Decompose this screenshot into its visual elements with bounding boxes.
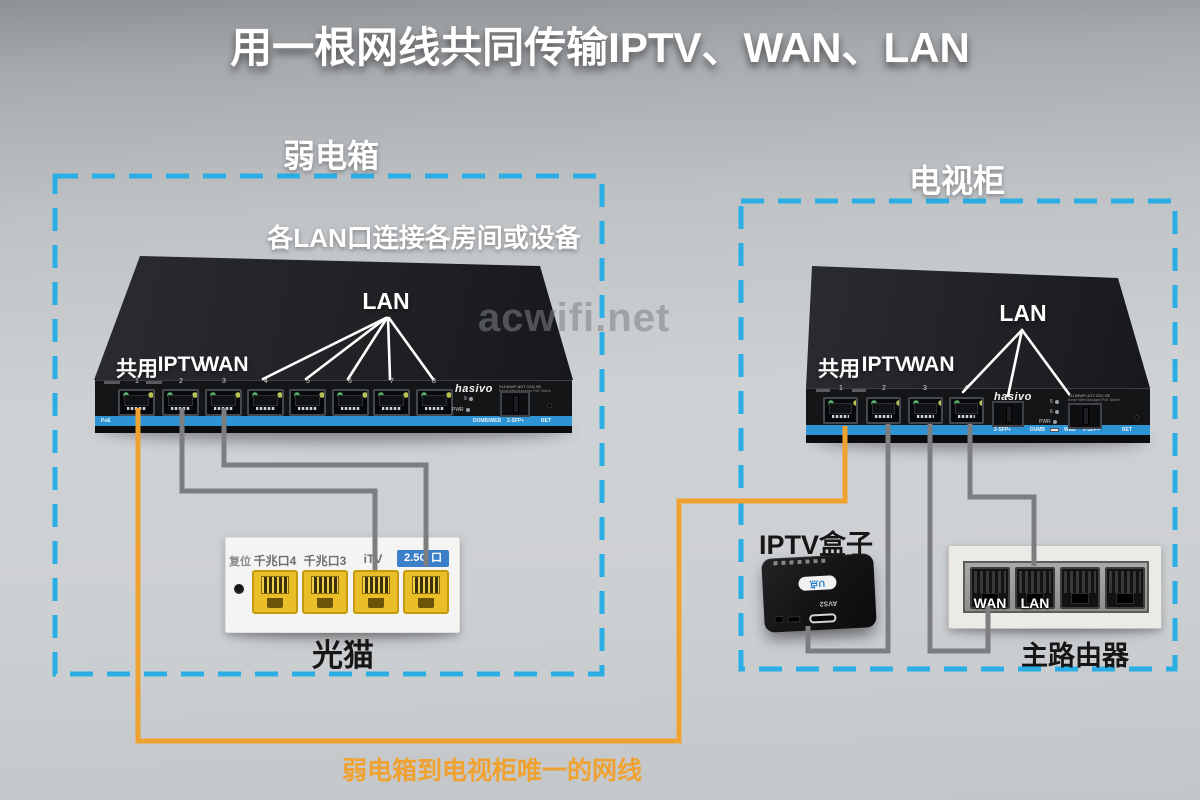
stripe-ret: RET	[541, 418, 551, 424]
router-port-lan2	[1060, 567, 1100, 609]
switch8-led-pwr: PWR	[452, 407, 470, 413]
modem-port-ge3	[302, 570, 348, 614]
switch4-led-5: 5	[1050, 399, 1059, 405]
tiny-print	[146, 381, 162, 384]
modem-port-label-3: iTV	[363, 552, 383, 566]
switch4-model: S1100WP-4GT-2SX-SE Smart Web Managed PoE…	[1068, 393, 1120, 403]
switch8-front-panel: hasivo S1100WP-8GT-1SX-SE Smart Web Mana…	[95, 380, 572, 433]
tv-cabinet-label: 电视柜	[908, 163, 1005, 199]
router-wan-label: WAN	[973, 595, 1007, 611]
switch8-num-4: 4	[264, 378, 268, 385]
stripe-sfp1: 2-SFP+	[994, 427, 1012, 433]
router-lan-label: LAN	[1020, 595, 1050, 611]
modem-port-itv	[353, 570, 399, 614]
switch8-port-6	[332, 389, 369, 416]
modem-port-label-2: 千兆口3	[303, 554, 347, 568]
switch8-port-1	[118, 389, 155, 416]
switch4-bottom-lip	[806, 435, 1150, 443]
mode-toggle	[1050, 428, 1059, 432]
iptv-set-top-box: U点 AVS2	[761, 553, 877, 633]
switch8-num-5: 5	[306, 378, 310, 385]
switch8-bottom-lip	[95, 426, 572, 433]
main-router: WAN LAN	[948, 545, 1162, 629]
stripe-mode: DUMB/WEB	[473, 418, 502, 424]
led-dot	[1054, 399, 1059, 404]
switch8-sfp-cage	[500, 391, 530, 417]
switch8-label-wan: WAN	[199, 353, 249, 376]
switch8-num-7: 7	[390, 378, 394, 385]
switch8-num-2: 2	[179, 378, 183, 385]
switch4-led-pwr: PWR	[1039, 419, 1057, 425]
switch8-num-3: 3	[222, 378, 226, 385]
switch4-port-2	[866, 397, 901, 424]
switch4-port-3	[908, 397, 943, 424]
av-slot	[787, 616, 801, 623]
switch8-blue-stripe: PoE DUMB/WEB 2-SFP+ RET	[95, 416, 572, 426]
modem-label: 光猫	[312, 638, 374, 673]
page-title: 用一根网线共同传输IPTV、WAN、LAN	[230, 24, 970, 71]
switch4-num-2: 2	[882, 385, 886, 392]
switch4-led-6: 6	[1050, 409, 1059, 415]
modem-reset-label: 复位	[229, 556, 251, 568]
watermark: acwifi.net	[478, 296, 671, 340]
modem-port-25g	[403, 570, 449, 614]
modem-reset-button	[234, 584, 244, 594]
router-port-lan3	[1105, 567, 1145, 609]
weak-box-label: 弱电箱	[282, 138, 379, 174]
switch4-reset-hole	[1134, 415, 1139, 420]
iptv-box-marking2: AVS2	[819, 599, 838, 607]
tiny-print	[816, 389, 830, 392]
led-dot	[468, 396, 473, 401]
optical-modem: 复位 千兆口4 千兆口3 iTV 2.5G 口	[225, 537, 460, 633]
switch4-port-1	[823, 397, 858, 424]
stripe-sfp: 2-SFP+	[507, 418, 525, 424]
cable-note: 弱电箱到电视柜唯一的网线	[341, 757, 642, 785]
switch4-front-panel: hasivo 5 6 PWR S1100WP-4GT-2SX-SE Smart …	[806, 388, 1150, 443]
switch8-port-4	[247, 389, 284, 416]
stripe-dumb: DUMB	[1030, 427, 1045, 433]
lan-note: 各LAN口连接各房间或设备	[267, 223, 581, 253]
micro-usb-port	[809, 613, 837, 624]
tiny-print	[852, 389, 866, 392]
led-dot	[465, 407, 470, 412]
iptv-box-logo-text: U点	[809, 578, 826, 590]
switch8-port-7	[373, 389, 410, 416]
iptv-box-label: IPTV盒子	[758, 530, 873, 560]
switch4-sfp-cage-1	[992, 401, 1024, 427]
switch8-brand: hasivo	[455, 383, 493, 395]
switch8-port-5	[289, 389, 326, 416]
switch8-port-8	[416, 389, 453, 416]
switch8-label-lan: LAN	[362, 288, 410, 314]
switch8-num-8: 8	[432, 378, 436, 385]
modem-25g-badge: 2.5G 口	[397, 550, 449, 567]
switch4-num-1: 1	[839, 385, 843, 392]
router-port-recess: WAN LAN	[963, 561, 1149, 613]
switch4-num-4: 4	[964, 385, 968, 392]
ir-window	[774, 615, 784, 624]
switch4-label-wan: WAN	[905, 353, 955, 376]
switch4-sfp-cage-2	[1068, 403, 1102, 429]
switch8-led-9: 9	[464, 396, 473, 402]
stripe-poe: PoE	[101, 418, 111, 424]
tiny-print	[104, 381, 120, 384]
modem-port-label-1: 千兆口4	[253, 554, 297, 568]
modem-port-ge4	[252, 570, 298, 614]
switch8-num-1: 1	[135, 378, 139, 385]
switch8-port-3	[205, 389, 242, 416]
switch8-reset-hole	[547, 403, 552, 408]
switch4-num-3: 3	[923, 385, 927, 392]
switch4-label-lan: LAN	[999, 300, 1047, 326]
led-dot	[1054, 409, 1059, 414]
switch8-port-2	[162, 389, 199, 416]
router-label: 主路由器	[1021, 641, 1129, 671]
led-dot	[1052, 419, 1057, 424]
switch8-num-6: 6	[348, 378, 352, 385]
switch4-port-4	[949, 397, 984, 424]
stripe-ret: RET	[1122, 427, 1132, 433]
iptv-box-logo: U点	[798, 575, 837, 592]
